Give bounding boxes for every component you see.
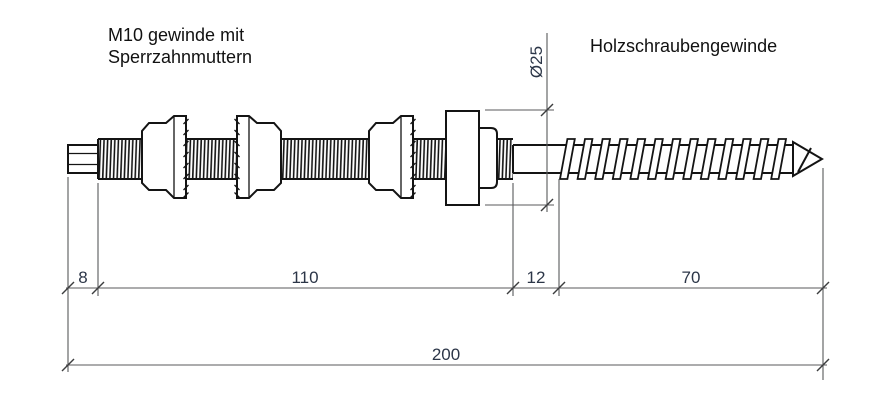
m10-label-line1: M10 gewinde mit [108, 25, 244, 45]
dim-shank-length: 12 [527, 268, 546, 287]
flange-nut-3 [368, 115, 417, 199]
flange-nut-1 [141, 115, 190, 199]
flange-nut-2 [233, 115, 282, 199]
wood-screw-point [792, 140, 824, 178]
dim-tip-length: 8 [78, 268, 87, 287]
dim-total-length: 200 [432, 345, 460, 364]
dimension-line-diameter [540, 33, 554, 212]
dim-m10-length: 110 [291, 268, 318, 287]
dim-collar-diameter: Ø25 [527, 46, 546, 78]
dimension-line-total [61, 358, 830, 372]
wood-thread-label: Holzschraubengewinde [590, 36, 777, 56]
dim-wood-length: 70 [682, 268, 701, 287]
collar [445, 110, 498, 206]
extension-lines [67, 109, 824, 380]
screw-tip-section [67, 144, 99, 174]
dimension-line-row1 [61, 281, 830, 295]
m10-label-line2: Sperrzahnmuttern [108, 47, 252, 67]
